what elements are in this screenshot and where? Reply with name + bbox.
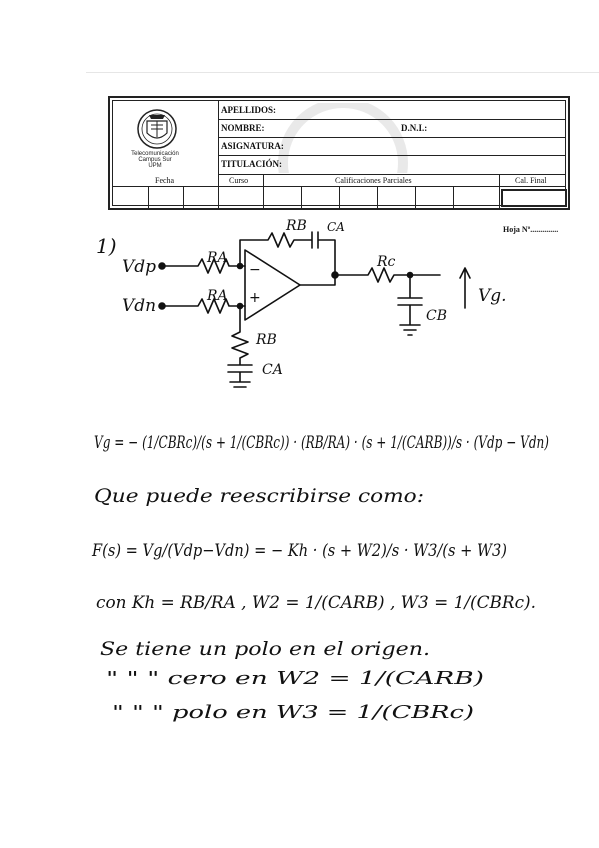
rb-feedback-label: RB bbox=[285, 218, 307, 234]
rewrite-sentence: Que puede reescribirse como: bbox=[94, 485, 424, 507]
titulacion-label: TITULACIÓN: bbox=[221, 159, 283, 169]
logo-line-3: UPM bbox=[148, 163, 162, 169]
opamp-minus: − bbox=[249, 262, 261, 278]
nombre-label: NOMBRE: bbox=[221, 123, 265, 133]
zero-sentence: " " " cero en W2 = 1/(CARB) bbox=[106, 668, 484, 689]
logo-line-2: Campus Sur bbox=[138, 157, 172, 163]
sheet-number-label: Hoja Nº.............. bbox=[503, 225, 559, 234]
form-inner-border: Telecomunicación Campus Sur UPM APELLIDO… bbox=[112, 100, 567, 209]
field-apellidos: APELLIDOS: bbox=[219, 101, 565, 120]
circuit-diagram: Vdp Vdn RA RA − + RB CA Rc CB V bbox=[122, 218, 507, 388]
opamp-symbol bbox=[244, 249, 301, 321]
fecha-label: Fecha bbox=[155, 176, 175, 185]
grid-divider bbox=[415, 186, 416, 209]
grid-divider bbox=[499, 175, 500, 209]
opamp-output-wire bbox=[299, 274, 336, 286]
transfer-equation-1: Vg = − (1/CBRc)/(s + 1/(CBRc)) · (RB/RA)… bbox=[94, 433, 549, 453]
watermark-seal-icon bbox=[278, 103, 408, 173]
grid-divider bbox=[148, 186, 149, 209]
cb-label: CB bbox=[426, 308, 447, 324]
rb-ca-ground-network bbox=[227, 305, 253, 388]
asignatura-label: ASIGNATURA: bbox=[221, 141, 284, 151]
problem-number: 1) bbox=[96, 234, 117, 258]
ca-ground-label: CA bbox=[262, 362, 283, 378]
ra-bottom-resistor bbox=[161, 298, 241, 314]
seal-icon bbox=[137, 109, 177, 149]
output-arrow-icon bbox=[459, 267, 471, 309]
cal-final-label: Cal. Final bbox=[515, 176, 547, 185]
opamp-plus: + bbox=[249, 290, 261, 306]
calificaciones-label: Calificaciones Parciales bbox=[335, 176, 412, 185]
exam-header-form: Telecomunicación Campus Sur UPM APELLIDO… bbox=[108, 96, 570, 210]
grid-divider bbox=[183, 186, 184, 209]
field-nombre: NOMBRE: D.N.I.: bbox=[219, 119, 565, 138]
vg-output-label: Vg. bbox=[478, 286, 507, 306]
logo-caption: Telecomunicación Campus Sur UPM bbox=[117, 151, 193, 169]
ra-top-label: RA bbox=[206, 250, 228, 266]
ca-feedback-label: CA bbox=[327, 220, 345, 234]
rc-label: Rc bbox=[376, 254, 396, 270]
rc-resistor bbox=[334, 267, 441, 283]
cb-capacitor bbox=[397, 274, 423, 336]
pole-sentence: " " " polo en W3 = 1/(CBRc) bbox=[112, 702, 474, 723]
vdp-input-label: Vdp bbox=[122, 257, 156, 277]
ra-top-resistor bbox=[161, 258, 241, 274]
transfer-equation-2: F(s) = Vg/(Vdp−Vdn) = − Kh · (s + W2)/s … bbox=[91, 541, 507, 561]
dni-label: D.N.I.: bbox=[401, 123, 428, 133]
grid-divider bbox=[453, 186, 454, 209]
pole-origin-sentence: Se tiene un polo en el origen. bbox=[100, 638, 430, 660]
grid-divider bbox=[301, 186, 302, 209]
grid-divider bbox=[218, 175, 219, 209]
field-asignatura: ASIGNATURA: bbox=[219, 137, 565, 156]
university-logo: Telecomunicación Campus Sur UPM bbox=[113, 101, 219, 175]
grid-divider bbox=[339, 186, 340, 209]
feedback-network bbox=[239, 231, 336, 276]
opamp-input-wires bbox=[239, 265, 246, 307]
grid-divider bbox=[263, 175, 264, 209]
logo-line-1: Telecomunicación bbox=[131, 151, 179, 157]
apellidos-label: APELLIDOS: bbox=[221, 105, 277, 115]
curso-label: Curso bbox=[229, 176, 249, 185]
ra-bottom-label: RA bbox=[206, 288, 228, 304]
final-grade-box bbox=[501, 189, 567, 207]
field-titulacion: TITULACIÓN: bbox=[219, 155, 565, 175]
constants-equation: con Kh = RB/RA , W2 = 1/(CARB) , W3 = 1/… bbox=[96, 593, 536, 613]
rb-ground-label: RB bbox=[255, 332, 277, 348]
grid-divider bbox=[377, 186, 378, 209]
vdn-input-label: Vdn bbox=[122, 296, 156, 316]
page-top-rule bbox=[86, 72, 599, 73]
